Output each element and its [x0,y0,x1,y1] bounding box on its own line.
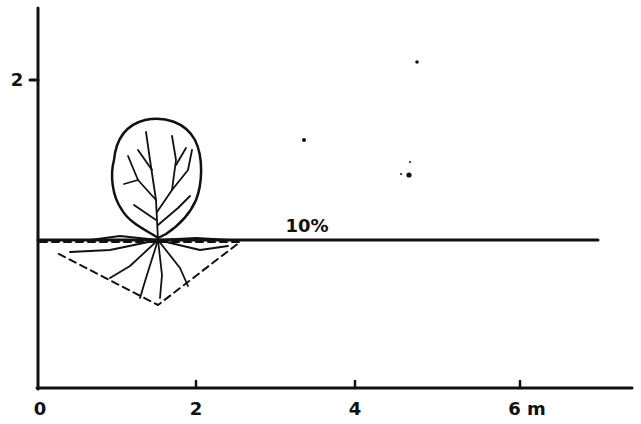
tree-branches [124,132,192,240]
axis-value: 0 [34,400,47,418]
x-tick [354,381,357,388]
x-tick [195,381,198,388]
axis-value: 2 [11,71,24,89]
axis-value: 2 [190,400,203,418]
tree-crown [112,119,201,238]
tree-roots [70,236,230,298]
specks [302,60,419,177]
y-axis [37,8,40,389]
y-tick [30,79,38,82]
level-line [38,239,598,242]
x-tick [519,381,522,388]
x-axis [37,387,632,390]
axis-unit-value: 6 m [508,400,546,418]
level-label: 10% [285,217,328,235]
axis-value: 4 [349,400,362,418]
